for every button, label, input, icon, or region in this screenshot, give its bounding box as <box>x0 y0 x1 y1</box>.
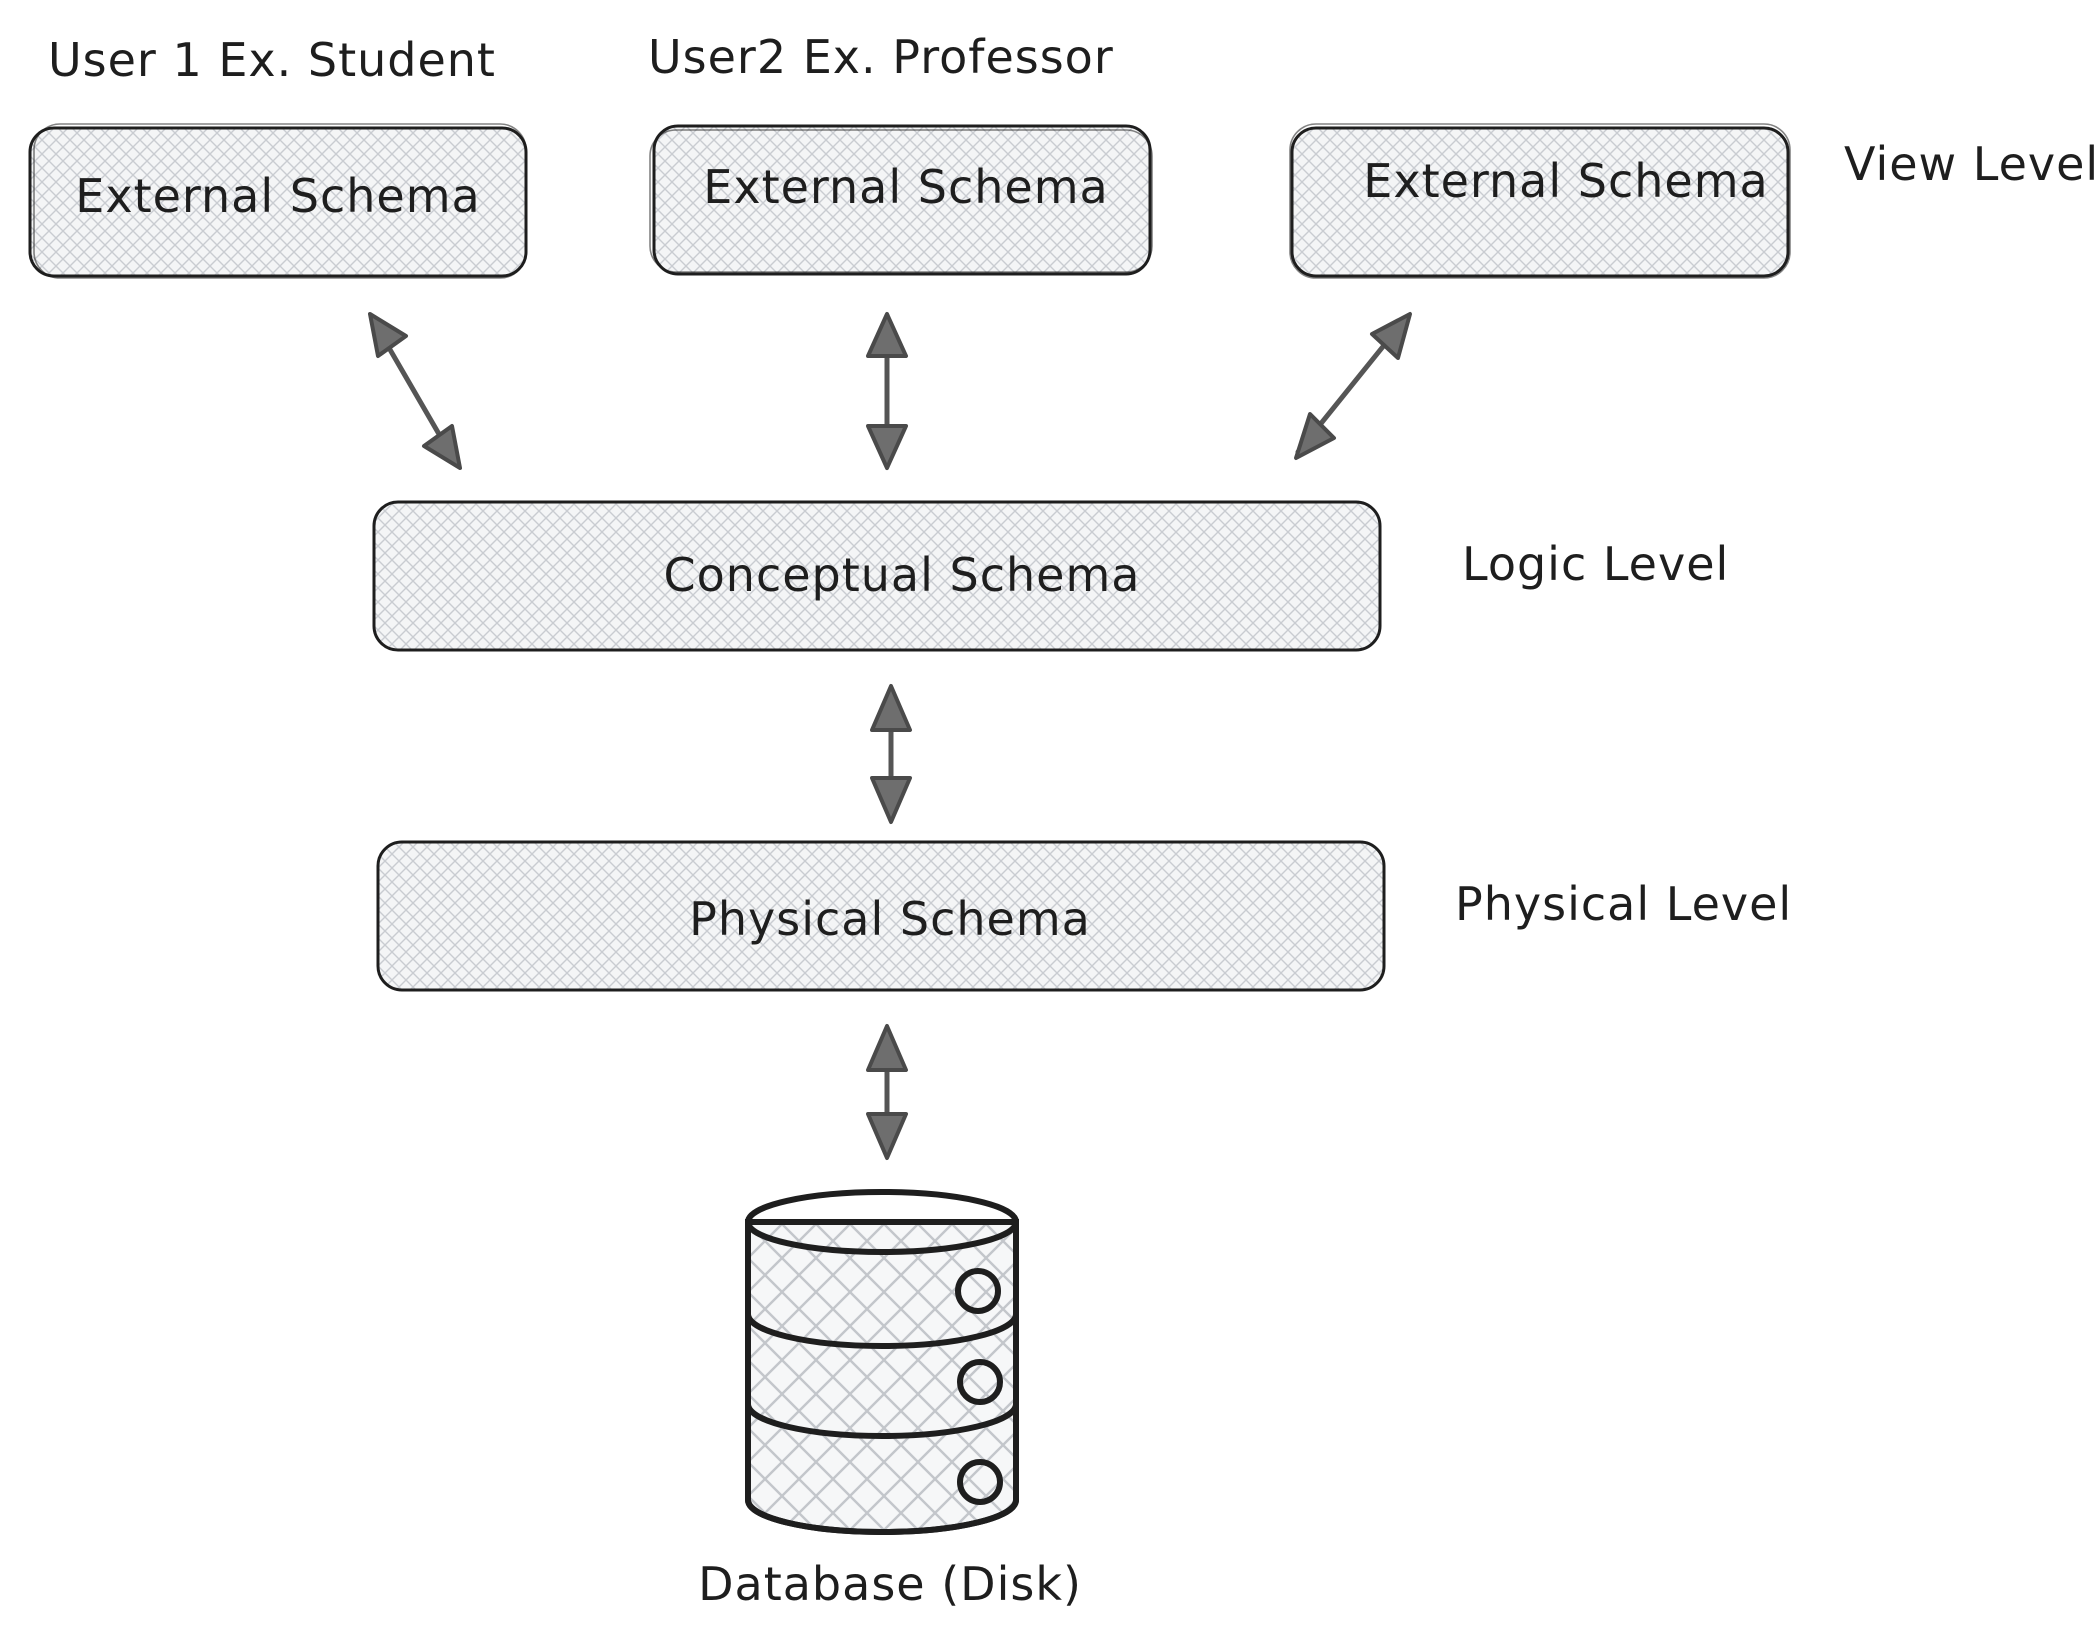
conceptual-schema: Conceptual Schema <box>372 500 1382 652</box>
arrow-external-1-conceptual <box>368 312 462 470</box>
physical-schema-label: Physical Schema <box>689 892 1091 946</box>
external-schema-2-label: External Schema <box>703 160 1108 214</box>
arrow-external-2-conceptual <box>866 312 908 470</box>
database-label: Database (Disk) <box>698 1557 1082 1611</box>
view-level-label: View Level <box>1844 137 2097 191</box>
user2-label: User2 Ex. Professor <box>648 30 1114 84</box>
external-schema-2: External Schema <box>649 124 1153 276</box>
conceptual-schema-label: Conceptual Schema <box>664 548 1141 602</box>
arrow-external-3-conceptual <box>1294 312 1412 460</box>
physical-schema: Physical Schema <box>376 840 1386 992</box>
arrow-physical-database <box>866 1024 908 1160</box>
database-icon <box>745 1189 1019 1535</box>
external-schema-1-label: External Schema <box>75 169 480 223</box>
physical-level-label: Physical Level <box>1455 877 1792 931</box>
external-schema-3-label: External Schema <box>1363 154 1768 208</box>
arrow-conceptual-physical <box>870 684 912 824</box>
external-schema-1: External Schema <box>28 123 528 279</box>
logic-level-label: Logic Level <box>1462 537 1729 591</box>
external-schema-3: External Schema <box>1289 123 1791 279</box>
user1-label: User 1 Ex. Student <box>48 33 496 87</box>
